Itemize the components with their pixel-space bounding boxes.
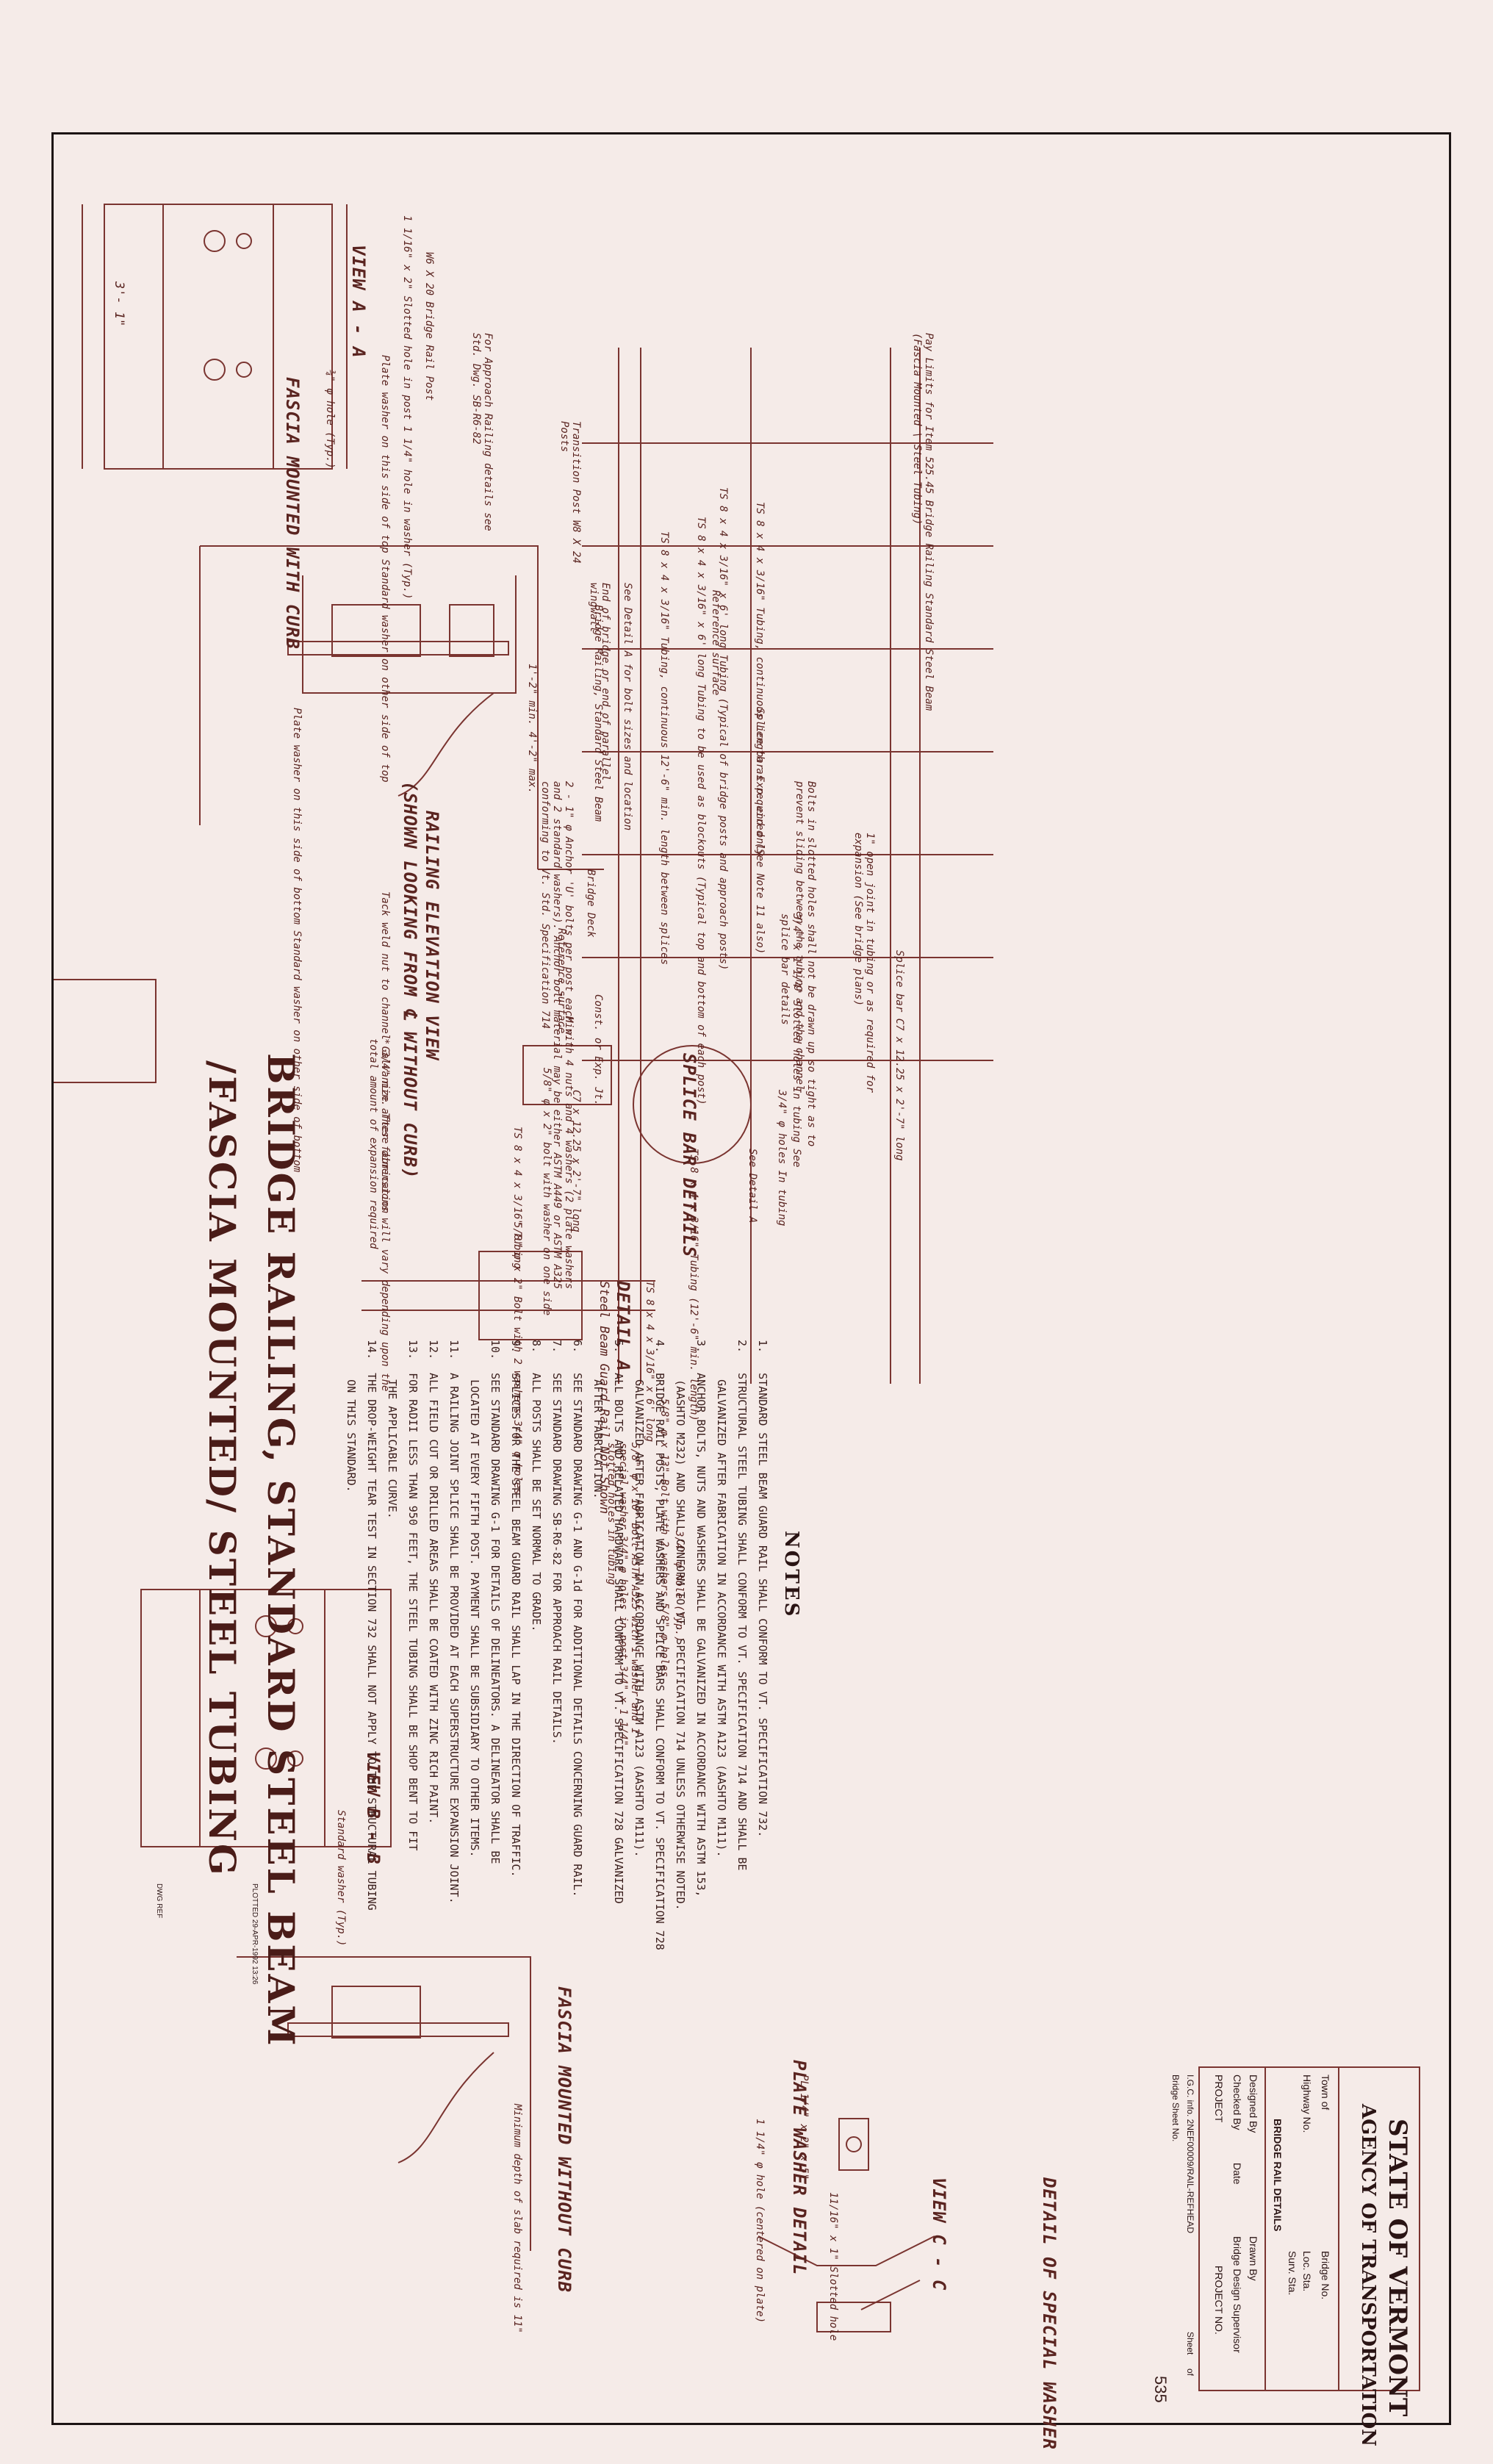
tb-dwg: DWG REF xyxy=(155,1883,163,1919)
tb-checked: Checked By xyxy=(1231,2075,1243,2130)
note-line: 10. SEE STANDARD DRAWING G-1 FOR DETAILS… xyxy=(489,1340,502,1864)
tb-file: I.G.C. info. 2NEF00009/RAIL-REFHEAD xyxy=(1185,2075,1195,2234)
note-line: 5. ALL BOLTS AND RELATED HARDWARE SHALL … xyxy=(612,1340,625,1904)
channel-label: C7 x 12.25 x 2'-7" long xyxy=(570,1090,582,1232)
open-joint-label: 1" open joint in tubing or as required f… xyxy=(852,833,876,1093)
approach-label: For Approach Railing details see Std. Dw… xyxy=(470,333,494,531)
min-depth-label: Minimum depth of slab required is 11" xyxy=(511,2104,523,2333)
note-line: GALVANIZED AFTER FABRICATION IN ACCORDAN… xyxy=(715,1340,728,1858)
min-label: Min. xyxy=(563,1016,575,1041)
tb-highway: Highway No. xyxy=(1301,2075,1313,2133)
tb-loc-sta: Loc. Sta. xyxy=(1301,2251,1313,2292)
note-line: 4. BRIDGE RAIL POSTS, PLATE WASHERS AND … xyxy=(653,1340,666,1950)
const-exp-label: Const. or Exp. Jt. xyxy=(592,994,604,1106)
tb-drawn: Drawn By xyxy=(1248,2236,1259,2281)
tb-surv-sta: Surv. Sta. xyxy=(1287,2251,1298,2296)
splice-bar2-label: Splice bar C7 x 12.25 x 2'-7" long xyxy=(893,950,905,1161)
note-line: GALVANIZED AFTER FABRICATION IN ACCORDAN… xyxy=(633,1340,646,1858)
note-line: 14. THE DROP-WEIGHT TEAR TEST IN SECTION… xyxy=(365,1340,378,1911)
see-detail-a2: See Detail A xyxy=(746,1149,758,1224)
slotted-hole-label: 11/16" x 1" Slotted hole xyxy=(827,2192,839,2341)
tb-designed: Designed By xyxy=(1248,2075,1259,2133)
notes-list: 1. STANDARD STEEL BEAM GUARD RAIL SHALL … xyxy=(341,1340,773,2045)
see-detail-a: See Detail A for bolt sizes and location xyxy=(622,583,633,831)
tb-date: Date xyxy=(1231,2163,1243,2185)
note-line: (AASHTO M232) AND SHALL CONFORM TO VT. S… xyxy=(674,1340,687,1911)
drawing-title-line1: BRIDGE RAILING, STANDARD STEEL BEAM xyxy=(259,1053,303,2048)
note-line: 13. FOR RADII LESS THAN 950 FEET, THE ST… xyxy=(406,1340,420,1851)
note-line: 6. SEE STANDARD DRAWING G-1 AND G-1d FOR… xyxy=(571,1340,584,1897)
note-line: LOCATED AT EVERY FIFTH POST. PAYMENT SHA… xyxy=(468,1340,481,1858)
ts-tubing-label: TS 8 x 4 x 3/16" x 6' long Tubing to be … xyxy=(695,517,707,1105)
splice-bolt-label: 5/8" φ x 2" bolt with washer on one side xyxy=(541,1068,553,1316)
tb-supervisor: Bridge Design Supervisor xyxy=(1231,2236,1243,2353)
view-aa-post xyxy=(104,204,333,470)
holes-tubing-label: 3/4" φ holes In tubing xyxy=(776,1090,788,1226)
pay-limits-label: Pay Limits for Item 525.45 Bridge Railin… xyxy=(911,333,935,711)
tb-bridge-no: Bridge No. xyxy=(1320,2251,1331,2300)
hole-1-4-label: 1 1/4" φ hole (centered on plate) xyxy=(754,2119,766,2324)
dim-1-2-min: 1'-2" min. 4'-2" max. xyxy=(526,664,538,794)
rotated-drawing: VIEW A - A FASCIA MOUNTED WITH CURB VIEW… xyxy=(54,134,1449,2450)
w6x20-label: W6 X 20 Bridge Rail Post xyxy=(423,252,435,401)
elevation-heading: RAILING ELEVATION VIEW xyxy=(422,811,442,1060)
note-line: 9. SPLICES FOR THE STEEL BEAM GUARD RAIL… xyxy=(509,1340,522,1878)
note-line: ON THIS STANDARD. xyxy=(345,1340,358,1493)
view-cc-heading: VIEW C - C xyxy=(929,2177,949,2291)
sheet-number: 535 xyxy=(1151,2376,1170,2403)
note-line: 2. STRUCTURAL STEEL TUBING SHALL CONFORM… xyxy=(735,1340,749,1871)
tb-project: PROJECT xyxy=(1213,2075,1225,2123)
agency-line1: STATE OF VERMONT xyxy=(1383,2119,1412,2417)
note-line: 7. SEE STANDARD DRAWING SB-R6-82 FOR APP… xyxy=(550,1340,564,1745)
plate-washer-top: Plate washer on this side of top Standar… xyxy=(379,355,391,783)
note-line: THE APPLICABLE CURVE. xyxy=(386,1340,399,1519)
slotted-label: 1 1/16" x 2" Slotted hole in post 1 1/4"… xyxy=(401,215,413,600)
ts-post-label: TS 8 x 4 x 3/16" x 6' long Tubing (Typic… xyxy=(717,487,729,971)
ts-continuous-label: TS 8 x 4 x 3/16" Tubing, continuous 12'-… xyxy=(658,531,670,966)
note-line: AFTER FABRICATION. xyxy=(591,1340,605,1499)
note-line: 12. ALL FIELD CUT OR DRILLED AREAS SHALL… xyxy=(427,1340,440,1825)
end-bridge-label: End of bridge or end of parallel wingwal… xyxy=(588,583,611,781)
plate-washer-size: PL 1/4" x 2" x 5" xyxy=(798,2075,810,2180)
view-aa-heading: VIEW A - A xyxy=(348,245,369,359)
reference-surface2: Reference surface xyxy=(710,590,722,696)
tb-sheet-title: BRIDGE RAIL DETAILS xyxy=(1272,2119,1284,2232)
agency-line2: AGENCY OF TRANSPORTATION xyxy=(1357,2104,1379,2447)
tb-of: of xyxy=(1185,2368,1195,2377)
dim-3-1: 3'- 1" xyxy=(112,281,126,327)
notes-heading: NOTES xyxy=(780,1531,802,1619)
ts-splice-label: TS 8 x 4 x 3/16" Tubing xyxy=(511,1127,523,1269)
tb-town: Town of xyxy=(1320,2075,1331,2111)
tb-project-no: PROJECT NO. xyxy=(1213,2266,1225,2335)
elevation-subheading: (SHOWN LOOKING FROM ℄ WITHOUT CURB) xyxy=(400,781,420,1179)
tb-plotted: PLOTTED 29-APR-1992 13:26 xyxy=(251,1883,259,1985)
bridge-deck-label: Bridge Deck xyxy=(585,869,597,938)
tb-sheet-no: Bridge Sheet No. xyxy=(1170,2075,1181,2142)
special-washer-heading: DETAIL OF SPECIAL WASHER xyxy=(1039,2177,1060,2450)
drawing-title-line2: /FASCIA MOUNTED/ STEEL TUBING xyxy=(201,1060,244,1878)
fascia-curb-heading: FASCIA MOUNTED WITH CURB xyxy=(282,377,303,650)
tb-sheet: Sheet xyxy=(1185,2332,1195,2355)
title-block-box xyxy=(1198,2066,1420,2391)
drawing-linework xyxy=(54,204,1420,2391)
transition-label: Transition Post W8 X 24 Posts xyxy=(558,421,582,564)
splice-bar-label: Splice bar Exp. end only xyxy=(754,708,766,857)
note-line: 3. ANCHOR BOLTS, NUTS AND WASHERS SHALL … xyxy=(694,1340,708,1897)
drawing-border xyxy=(51,132,1451,2425)
note-line: 11. A RAILING JOINT SPLICE SHALL BE PROV… xyxy=(447,1340,461,1904)
hole-3-4: ¾" φ hole (Typ.) xyxy=(324,370,336,469)
note-line: 1. STANDARD STEEL BEAM GUARD RAIL SHALL … xyxy=(756,1340,769,1838)
note-line: 8. ALL POSTS SHALL BE SET NORMAL TO GRAD… xyxy=(530,1340,543,1632)
